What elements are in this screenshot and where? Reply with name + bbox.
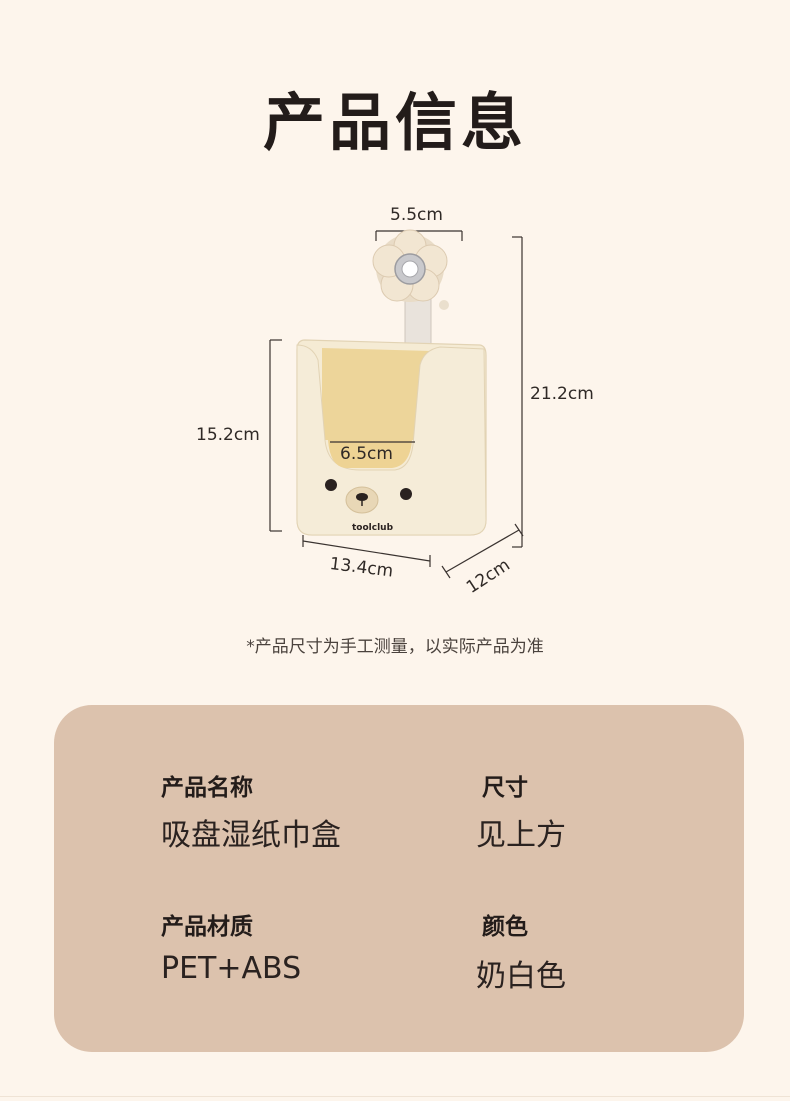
dim-total-height: 21.2cm: [530, 384, 594, 404]
dim-line-depth: [441, 523, 524, 579]
dim-top-width: 5.5cm: [390, 205, 443, 225]
name-label: 产品名称: [161, 775, 253, 801]
measurement-note: *产品尺寸为手工测量，以实际产品为准: [246, 637, 544, 657]
dim-line-box-height: [269, 339, 282, 532]
box-front-panel: [296, 344, 487, 536]
brand-logo: toolclub: [352, 523, 394, 533]
bear-face-icon: [325, 479, 412, 514]
dim-inner-width: 6.5cm: [340, 444, 393, 464]
dim-line-top-width: [375, 230, 463, 241]
dim-line-total-height: [512, 236, 523, 548]
size-label: 尺寸: [482, 775, 528, 801]
page-title: 产品信息: [262, 86, 527, 159]
material-value: PET+ABS: [161, 951, 302, 986]
color-value: 奶白色: [476, 959, 566, 994]
material-label: 产品材质: [161, 914, 253, 940]
box-window: [328, 440, 412, 468]
suction-cup-flower-icon: [372, 229, 449, 310]
size-value: 见上方: [476, 818, 566, 853]
dim-line-front-width: [302, 535, 431, 567]
product-diagram: toolclub: [269, 229, 524, 579]
product-info-card: 产品名称 吸盘湿纸巾盒 尺寸 见上方 产品材质 PET+ABS 颜色 奶白色: [54, 705, 744, 1052]
bottom-divider: [0, 1096, 790, 1097]
name-value: 吸盘湿纸巾盒: [161, 818, 341, 853]
color-label: 颜色: [482, 914, 528, 940]
dim-box-height: 15.2cm: [196, 425, 260, 445]
